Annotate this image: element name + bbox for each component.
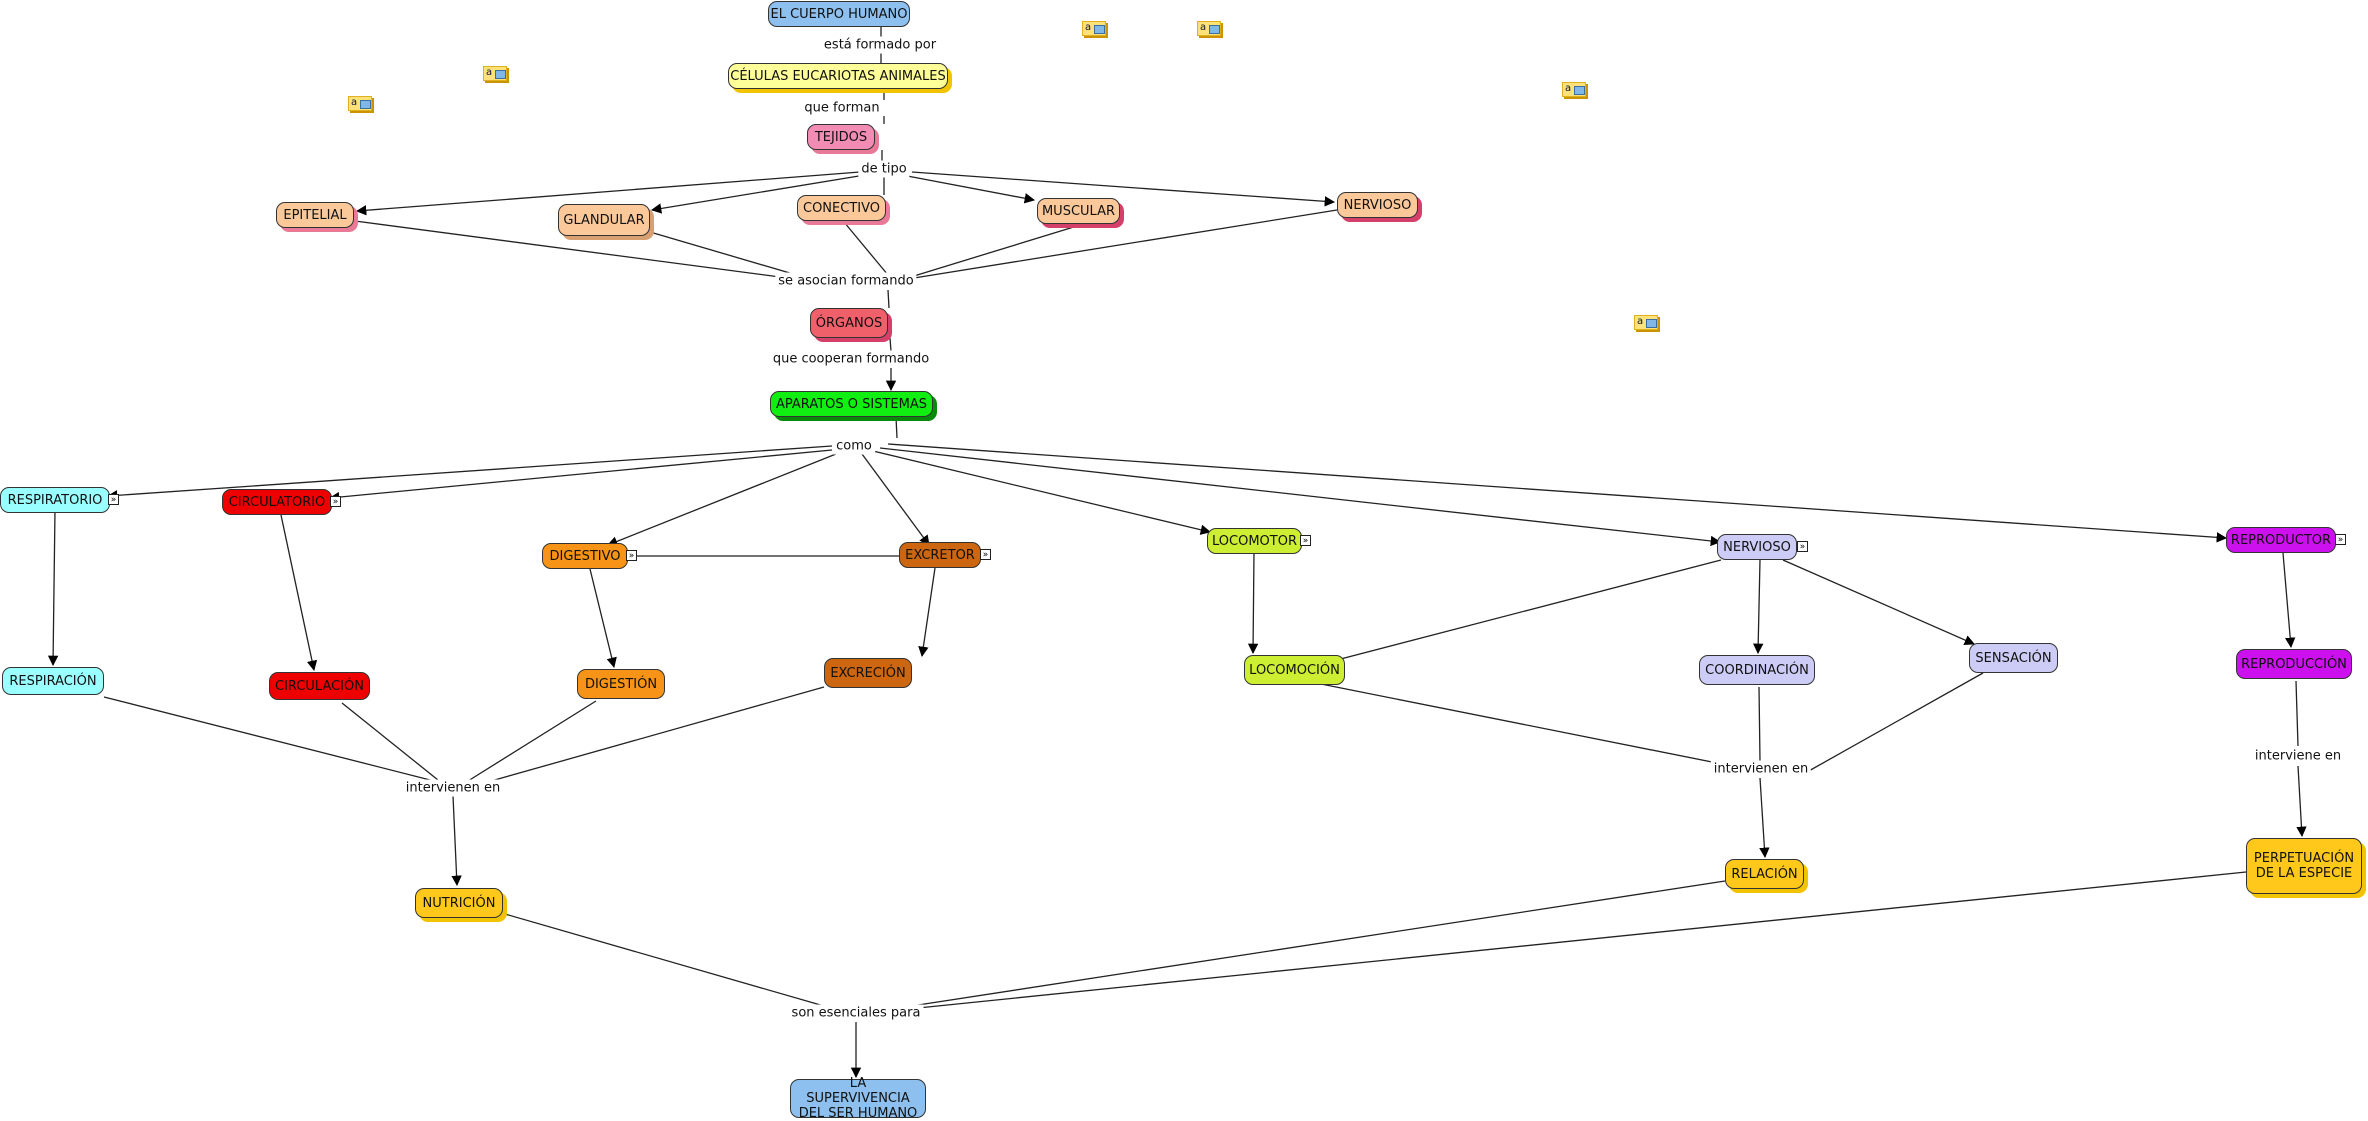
node-muscular[interactable]: MUSCULAR xyxy=(1037,198,1120,224)
connector-line xyxy=(451,795,462,887)
link-intervienen-en-1[interactable]: intervienen en xyxy=(402,779,504,797)
connector-line xyxy=(911,171,1336,207)
expand-icon[interactable]: » xyxy=(980,549,991,560)
node-organos[interactable]: ÓRGANOS xyxy=(810,308,888,338)
resource-icon[interactable]: a xyxy=(1082,21,1106,36)
connector-line xyxy=(1305,680,1718,764)
connector-line xyxy=(1247,551,1259,655)
node-excretor[interactable]: EXCRETOR xyxy=(899,542,981,568)
node-cuerpo-humano[interactable]: EL CUERPO HUMANO xyxy=(768,1,910,27)
connector-line xyxy=(650,174,866,214)
connector-line xyxy=(1304,559,1722,671)
node-epitelial[interactable]: EPITELIAL xyxy=(276,202,354,228)
connector-line xyxy=(2296,765,2307,838)
node-locomocion[interactable]: LOCOMOCIÓN xyxy=(1244,655,1345,685)
expand-icon[interactable]: » xyxy=(330,496,341,507)
resource-icon[interactable]: a xyxy=(483,66,507,81)
link-se-asocian-formando[interactable]: se asocian formando xyxy=(775,272,917,290)
resource-icon[interactable]: a xyxy=(1634,315,1658,330)
connector-line xyxy=(1753,559,1764,655)
connector-line xyxy=(887,443,2228,543)
link-que-cooperan-formando[interactable]: que cooperan formando xyxy=(769,350,933,368)
node-perpetuacion[interactable]: PERPETUACIÓN DE LA ESPECIE xyxy=(2246,838,2362,894)
connector-line xyxy=(872,450,1212,535)
link-son-esenciales-para[interactable]: son esenciales para xyxy=(788,1004,924,1022)
link-esta-formado-por[interactable]: está formado por xyxy=(820,36,940,54)
connector-line xyxy=(913,209,1338,279)
connector-line xyxy=(280,514,318,672)
connector-line xyxy=(887,289,890,309)
link-interviene-en[interactable]: interviene en xyxy=(2251,747,2345,765)
connector-line xyxy=(649,231,801,277)
connector-line xyxy=(901,174,1036,204)
node-celulas[interactable]: CÉLULAS EUCARIOTAS ANIMALES xyxy=(728,63,948,89)
connector-line xyxy=(843,221,889,276)
node-circulatorio[interactable]: CIRCULATORIO xyxy=(222,489,332,515)
expand-icon[interactable]: » xyxy=(108,494,119,505)
link-intervienen-en-2[interactable]: intervienen en xyxy=(1710,760,1812,778)
connector-line xyxy=(1759,777,1770,859)
node-respiratorio[interactable]: RESPIRATORIO xyxy=(0,487,110,513)
node-reproduccion[interactable]: REPRODUCCIÓN xyxy=(2236,649,2352,679)
node-respiracion[interactable]: RESPIRACIÓN xyxy=(2,667,104,695)
expand-icon[interactable]: » xyxy=(1300,535,1311,546)
node-digestion[interactable]: DIGESTIÓN xyxy=(577,669,665,699)
connector-line xyxy=(355,171,861,216)
connector-line xyxy=(328,449,833,503)
link-de-tipo[interactable]: de tipo xyxy=(858,160,910,178)
connector-line xyxy=(504,913,825,1007)
connector-line xyxy=(2295,680,2299,747)
connector-line xyxy=(1758,686,1761,762)
expand-icon[interactable]: » xyxy=(2335,534,2346,545)
connector-line xyxy=(889,337,892,352)
node-nervioso-sistema[interactable]: NERVIOSO xyxy=(1717,534,1797,560)
node-nervioso-tejido[interactable]: NERVIOSO xyxy=(1337,192,1418,218)
connector-line xyxy=(483,686,825,784)
resource-icon[interactable]: a xyxy=(1197,21,1221,36)
expand-icon[interactable]: » xyxy=(1797,541,1808,552)
connector-line xyxy=(917,871,2247,1009)
link-que-forman[interactable]: que forman xyxy=(801,99,883,117)
node-relacion[interactable]: RELACIÓN xyxy=(1725,859,1804,889)
connector-line xyxy=(918,567,936,658)
node-circulacion[interactable]: CIRCULACIÓN xyxy=(269,672,370,700)
node-glandular[interactable]: GLANDULAR xyxy=(558,204,650,236)
link-como[interactable]: como xyxy=(833,437,875,455)
node-conectivo[interactable]: CONECTIVO xyxy=(797,195,886,221)
connector-line xyxy=(895,416,898,439)
node-tejidos[interactable]: TEJIDOS xyxy=(807,124,875,150)
connector-line xyxy=(354,220,781,278)
connector-line xyxy=(861,453,930,546)
connector-line xyxy=(607,453,837,547)
connector-line xyxy=(47,509,59,667)
connector-line xyxy=(103,696,439,783)
connector-line xyxy=(467,700,597,782)
node-coordinacion[interactable]: COORDINACIÓN xyxy=(1699,655,1815,685)
node-supervivencia[interactable]: LA SUPERVIVENCIA DEL SER HUMANO xyxy=(790,1076,926,1121)
node-nutricion[interactable]: NUTRICIÓN xyxy=(415,888,503,918)
connector-line xyxy=(879,447,1722,547)
node-excrecion[interactable]: EXCRECIÓN xyxy=(824,658,912,688)
expand-icon[interactable]: » xyxy=(626,550,637,561)
connector-line xyxy=(2282,552,2296,649)
node-sensacion[interactable]: SENSACIÓN xyxy=(1969,643,2058,673)
node-aparatos[interactable]: APARATOS O SISTEMAS xyxy=(770,391,933,417)
node-reproductor[interactable]: REPRODUCTOR xyxy=(2226,527,2336,553)
node-digestivo[interactable]: DIGESTIVO xyxy=(542,543,628,569)
connector-line xyxy=(106,445,833,501)
node-locomotor[interactable]: LOCOMOTOR xyxy=(1207,528,1302,554)
connector-line xyxy=(1782,559,1975,645)
resource-icon[interactable]: a xyxy=(1562,82,1586,97)
connector-line xyxy=(589,568,617,669)
connector-line xyxy=(1806,672,1984,773)
connector-line xyxy=(917,880,1726,1006)
connector-line xyxy=(913,225,1078,277)
connector-line xyxy=(341,702,439,781)
resource-icon[interactable]: a xyxy=(348,96,372,111)
